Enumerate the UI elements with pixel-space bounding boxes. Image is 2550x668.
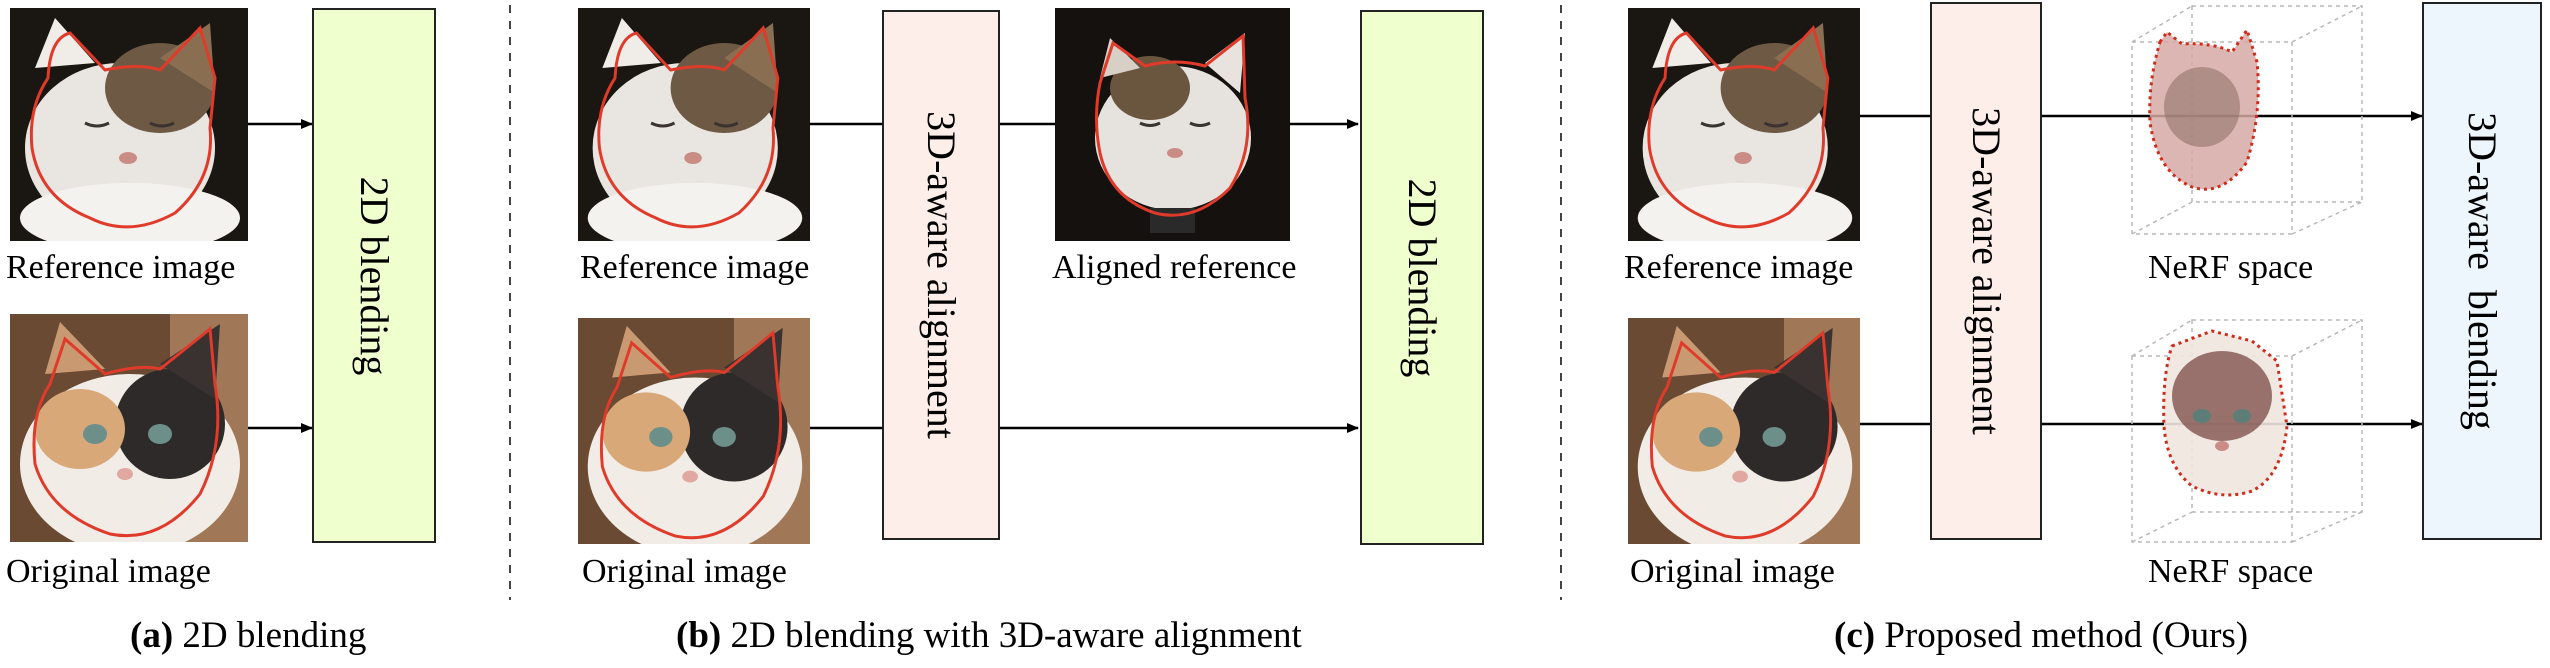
caption-c-letter: (c) bbox=[1834, 615, 1876, 656]
blend-box-b-label: 2D blending bbox=[1400, 178, 1445, 377]
caption-c: (c) Proposed method (Ours) bbox=[1834, 614, 2248, 658]
original-image-label-c: Original image bbox=[1630, 553, 1835, 590]
align-box-b-label: 3D-aware alignment bbox=[919, 111, 964, 439]
reference-image-label-c: Reference image bbox=[1624, 249, 1854, 286]
original-image-label-b: Original image bbox=[582, 553, 787, 590]
reference-image-label-a: Reference image bbox=[6, 249, 236, 286]
cat-reference-photo bbox=[1628, 8, 1860, 241]
cat-reference-photo bbox=[578, 8, 810, 241]
blend-box-b: 2D blending bbox=[1360, 10, 1484, 545]
blend-box-a: 2D blending bbox=[312, 8, 436, 543]
caption-a-letter: (a) bbox=[130, 615, 174, 656]
align-box-b: 3D-aware alignment bbox=[882, 10, 1000, 540]
cat-reference-photo bbox=[10, 8, 248, 241]
caption-c-text: Proposed method (Ours) bbox=[1884, 615, 2249, 656]
nerf-space-label-top: NeRF space bbox=[2148, 249, 2314, 286]
cat-original-photo bbox=[10, 314, 248, 542]
align-box-c: 3D-aware alignment bbox=[1930, 2, 2042, 540]
blend-box-c: 3D-aware blending bbox=[2422, 2, 2542, 540]
nerf-cube-icon bbox=[2112, 2, 2374, 240]
blend-box-a-label: 2D blending bbox=[352, 176, 397, 375]
aligned-cat-photo bbox=[1055, 8, 1290, 241]
cat-original-photo bbox=[1628, 318, 1860, 544]
nerf-space-label-bottom: NeRF space bbox=[2148, 553, 2314, 590]
blend-box-c-label: 3D-aware blending bbox=[2460, 112, 2505, 430]
caption-b-letter: (b) bbox=[676, 615, 722, 656]
align-box-c-label: 3D-aware alignment bbox=[1964, 107, 2009, 435]
reference-image-label-b: Reference image bbox=[580, 249, 810, 286]
caption-b-text: 2D blending with 3D-aware alignment bbox=[730, 615, 1302, 656]
cat-original-photo bbox=[578, 318, 810, 544]
nerf-cube-icon bbox=[2112, 316, 2374, 546]
caption-b: (b) 2D blending with 3D-aware alignment bbox=[676, 614, 1302, 658]
aligned-reference-label: Aligned reference bbox=[1052, 249, 1297, 286]
caption-a-text: 2D blending bbox=[182, 615, 367, 656]
original-image-label-a: Original image bbox=[6, 553, 211, 590]
caption-a: (a) 2D blending bbox=[130, 614, 366, 658]
